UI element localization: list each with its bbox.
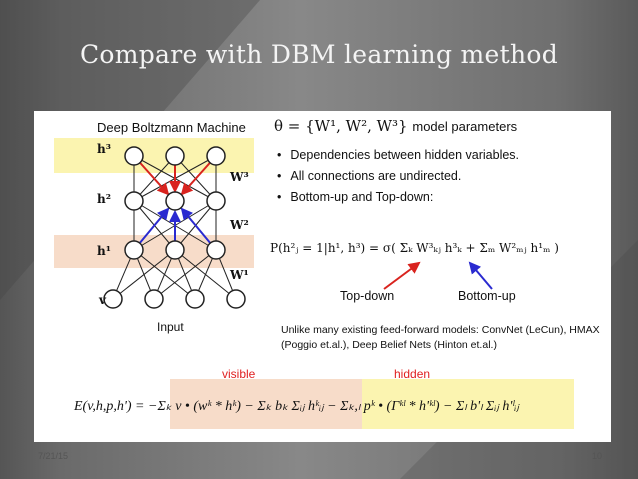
dbm-title: Deep Boltzmann Machine (97, 120, 246, 135)
bullet-item: All connections are undirected. (277, 166, 519, 187)
weight-label-w1: W¹ (229, 268, 249, 282)
model-parameters: θ = {W¹, W², W³} model parameters (274, 117, 517, 135)
formula-pointer-arrows (383, 261, 493, 290)
param-math: θ = {W¹, W², W³} (274, 117, 408, 135)
conditional-probability-formula: P(h²ⱼ = 1|h¹, h³) = σ( Σₖ W³ₖⱼ h³ₖ + Σₘ … (270, 241, 559, 255)
layer-label-h1: h¹ (97, 244, 111, 258)
bullet-item: Dependencies between hidden variables. (277, 145, 519, 166)
hidden-label: hidden (394, 367, 431, 381)
layer-label-h3: h³ (97, 142, 111, 156)
weight-label-w2: W² (229, 218, 249, 232)
visible-label: visible (222, 367, 256, 381)
param-text: model parameters (412, 119, 518, 134)
bullet-list: Dependencies between hidden variables. A… (277, 145, 519, 208)
dbm-diagram: h³ h² h¹ v W³ W² W¹ (54, 138, 254, 309)
content-panel: h³ h² h¹ v W³ W² W¹ Deep Boltzmann Machi… (34, 111, 611, 442)
layer-label-v: v (98, 293, 107, 307)
bottom-up-label: Bottom-up (458, 289, 516, 303)
bullet-item: Bottom-up and Top-down: (277, 187, 519, 208)
energy-formula: E(v,h,p,h') = −Σₖ v • (wᵏ * hᵏ) − Σₖ bₖ … (74, 399, 519, 414)
weight-label-w3: W³ (229, 170, 249, 184)
slide-title: Compare with DBM learning method (79, 40, 559, 69)
input-label: Input (157, 320, 184, 334)
dbm-nodes (103, 146, 246, 309)
layer-label-h2: h² (97, 192, 111, 206)
visible-term-highlight (170, 379, 362, 429)
page-number: 10 (592, 451, 603, 461)
top-down-label: Top-down (340, 289, 395, 303)
hidden-term-highlight (362, 379, 574, 429)
comparison-note: Unlike many existing feed-forward models… (281, 324, 600, 351)
slide-date: 7/21/15 (38, 451, 69, 461)
